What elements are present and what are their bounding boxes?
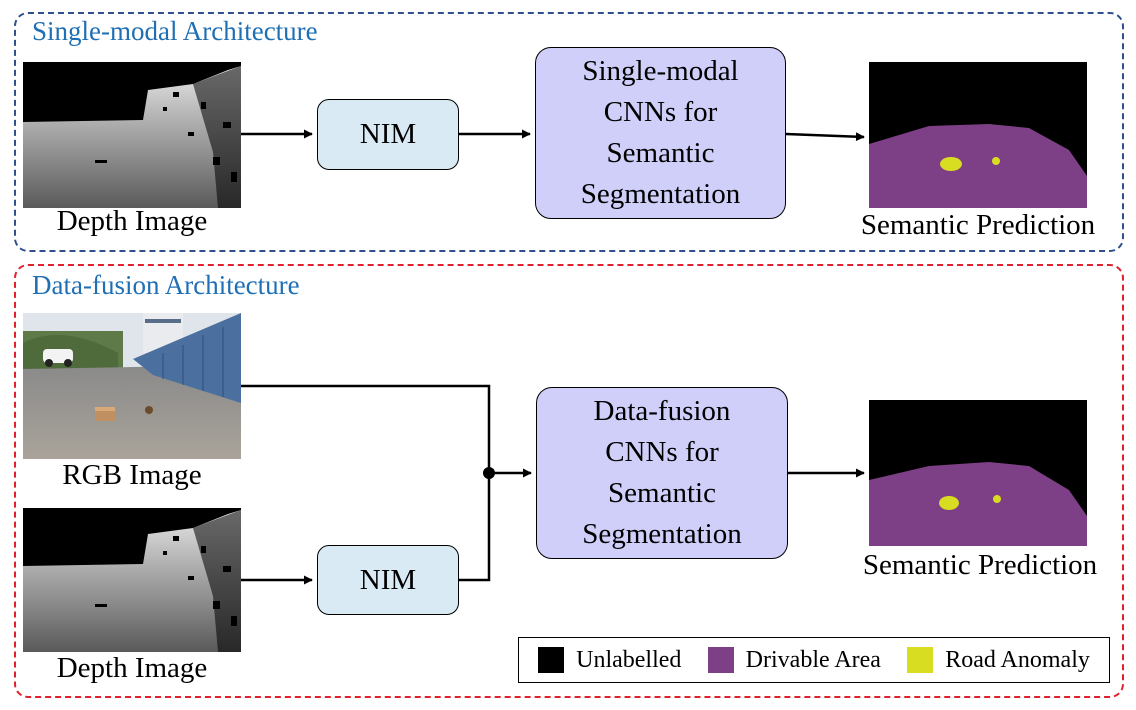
depth-image-2-caption: Depth Image: [56, 652, 208, 684]
junction-dot: [483, 467, 495, 479]
legend-swatch-unlabelled: [538, 647, 565, 673]
single-modal-panel: [14, 12, 1124, 252]
rgb-image-caption: RGB Image: [62, 459, 202, 491]
data-fusion-cnn-block: Data-fusion CNNs for Semantic Segmentati…: [536, 387, 788, 559]
rgb-image: [23, 313, 241, 459]
legend-item-unlabelled: Unlabelled: [538, 647, 681, 674]
cnn-line-2: CNNs for: [603, 96, 718, 128]
legend-label-road-anomaly: Road Anomaly: [945, 646, 1090, 673]
cnn2-line-1: Data-fusion: [593, 395, 731, 427]
single-modal-title: Single-modal Architecture: [32, 16, 318, 46]
arrow-cnn-to-prediction: [785, 132, 865, 142]
cnn2-line-4: Segmentation: [582, 518, 742, 550]
cnn-line-1: Single-modal: [582, 55, 739, 87]
cnn2-line-2: CNNs for: [605, 436, 719, 468]
legend-item-road-anomaly: Road Anomaly: [907, 647, 1090, 674]
cnn-line-3: Semantic: [606, 137, 715, 169]
depth-image-caption: Depth Image: [56, 205, 208, 237]
depth-image: [23, 62, 241, 208]
wire-rgb-to-junction: [241, 384, 491, 473]
legend-item-drivable-area: Drivable Area: [707, 646, 881, 674]
legend-label-unlabelled: Unlabelled: [576, 646, 682, 673]
cnn2-line-3: Semantic: [608, 477, 716, 509]
data-fusion-panel: [14, 264, 1124, 698]
legend-swatch-drivable-area: [707, 647, 734, 673]
nim-block: NIM: [317, 99, 459, 170]
wire-nim-to-junction: [459, 473, 491, 582]
prediction-caption: Semantic Prediction: [860, 209, 1096, 241]
cnn-line-4: Segmentation: [580, 178, 741, 210]
prediction-caption-2: Semantic Prediction: [862, 549, 1098, 581]
semantic-prediction-image-2: [869, 400, 1087, 546]
single-modal-cnn-block: Single-modal CNNs for Semantic Segmentat…: [535, 47, 786, 219]
depth-image-2: [23, 508, 241, 652]
legend-label-drivable-area: Drivable Area: [745, 646, 881, 673]
data-fusion-title: Data-fusion Architecture: [32, 270, 300, 300]
semantic-prediction-image: [869, 62, 1087, 208]
nim-block-2: NIM: [317, 545, 459, 615]
legend-swatch-road-anomaly: [907, 647, 934, 673]
legend: Unlabelled Drivable Area Road Anomaly: [518, 637, 1110, 683]
